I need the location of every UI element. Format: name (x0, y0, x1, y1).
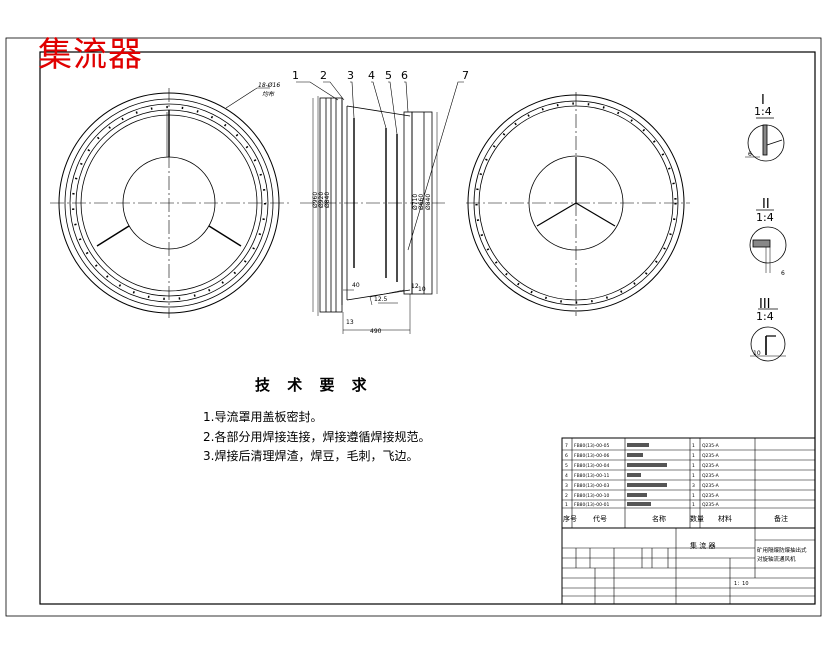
dim-d660: Ø660 (418, 194, 425, 210)
svg-text:18-Ø16: 18-Ø16 (258, 82, 280, 89)
svg-text:FB80(13)-00-06: FB80(13)-00-06 (574, 453, 609, 459)
svg-text:FB80(13)-00-05: FB80(13)-00-05 (574, 443, 609, 449)
svg-text:备注: 备注 (774, 514, 788, 523)
dim-d960: Ø960 (312, 192, 319, 208)
bom-row: 7 FB80(13)-00-05 1 Q235-A (565, 443, 720, 449)
svg-text:数量: 数量 (690, 514, 704, 523)
dim-d840: Ø840 (324, 192, 331, 208)
svg-text:1: 1 (692, 443, 695, 449)
detail-III-dim: 10 (753, 350, 761, 357)
detail-II-id: II (762, 197, 770, 212)
svg-text:Q235-A: Q235-A (702, 453, 720, 459)
bom-row: 3 FB80(13)-00-03 3 Q235-A (565, 483, 720, 489)
svg-text:1: 1 (692, 453, 695, 459)
product-line-1: 矿用隔爆防爆抽出式 (757, 546, 807, 554)
detail-II-scale: 1:4 (756, 211, 774, 224)
svg-text:2: 2 (565, 493, 568, 499)
scale-value: 1：10 (734, 581, 749, 587)
svg-text:5: 5 (565, 463, 568, 469)
detail-I-dim: 6 (748, 151, 752, 158)
svg-text:均布: 均布 (262, 90, 275, 98)
dim-10: 10 (418, 286, 426, 293)
dim-d840b: Ø840 (425, 194, 432, 210)
svg-text:Q235-A: Q235-A (702, 502, 720, 508)
bom-row: 6 FB80(13)-00-06 1 Q235-A (565, 453, 720, 459)
bom-row: 1 FB80(13)-00-01 1 Q235-A (565, 502, 720, 508)
svg-text:FB80(13)-00-11: FB80(13)-00-11 (574, 473, 609, 479)
bom-name-marks (627, 443, 667, 506)
callout-4: 4 (368, 69, 375, 82)
svg-text:1: 1 (692, 502, 695, 508)
detail-labels: I 1:4 6 II 1:4 6 III 1:4 10 (748, 93, 785, 357)
detail-III-id: III (759, 297, 771, 312)
dim-490: 490 (370, 328, 382, 335)
svg-text:1: 1 (692, 463, 695, 469)
svg-text:序号: 序号 (563, 514, 577, 523)
svg-text:6: 6 (565, 453, 568, 459)
bom-headers: 序号 代号 名称 数量 材料 备注 (563, 514, 788, 523)
callout-3: 3 (347, 69, 354, 82)
svg-text:3: 3 (692, 483, 695, 489)
dim-12: 12 (411, 283, 419, 290)
detail-II-dim: 6 (781, 270, 785, 277)
callout-leaders (225, 81, 464, 251)
svg-text:4: 4 (565, 473, 568, 479)
drawing-name: 集 流 器 (690, 541, 715, 550)
svg-text:材料: 材料 (718, 514, 732, 523)
leader-note: 18-Ø16 均布 (258, 82, 280, 98)
right-end-view (466, 92, 690, 316)
callout-labels: 1 2 3 4 5 6 7 (292, 69, 469, 82)
svg-text:Q235-A: Q235-A (702, 443, 720, 449)
svg-text:1: 1 (692, 473, 695, 479)
callout-7: 7 (462, 69, 469, 82)
title-block (561, 437, 816, 605)
svg-text:Q235-A: Q235-A (702, 483, 720, 489)
product-line-2: 对旋轴流通风机 (757, 555, 796, 563)
svg-text:Q235-A: Q235-A (702, 493, 720, 499)
callout-1: 1 (292, 69, 299, 82)
svg-text:3: 3 (565, 483, 568, 489)
detail-view-I (745, 117, 785, 162)
svg-text:FB80(13)-00-03: FB80(13)-00-03 (574, 483, 609, 489)
outer-border (5, 37, 822, 617)
bom-row: 2 FB80(13)-00-10 1 Q235-A (565, 493, 720, 499)
dim-13: 13 (346, 319, 354, 326)
svg-text:代号: 代号 (593, 514, 607, 523)
svg-text:Q235-A: Q235-A (702, 463, 720, 469)
left-end-view (50, 88, 290, 318)
svg-text:Q235-A: Q235-A (702, 473, 720, 479)
detail-view-III (750, 308, 786, 362)
title-block-text: 集 流 器 矿用隔爆防爆抽出式 对旋轴流通风机 1：10 (690, 541, 807, 587)
callout-2: 2 (320, 69, 327, 82)
svg-text:FB80(13)-00-04: FB80(13)-00-04 (574, 463, 609, 469)
svg-text:FB80(13)-00-10: FB80(13)-00-10 (574, 493, 609, 499)
requirement-3: 3.焊接后清理焊渣，焊豆，毛刺，飞边。 (203, 449, 419, 463)
svg-text:7: 7 (565, 443, 568, 449)
title-stamp: 集流器 (38, 35, 143, 75)
section-view (300, 96, 445, 334)
dim-angle: 12.5 (374, 296, 388, 303)
detail-III-scale: 1:4 (756, 310, 774, 323)
dim-40: 40 (352, 282, 360, 289)
svg-text:FB80(13)-00-01: FB80(13)-00-01 (574, 502, 609, 508)
detail-I-scale: 1:4 (754, 105, 772, 118)
svg-text:1: 1 (565, 502, 568, 508)
callout-6: 6 (401, 69, 408, 82)
svg-text:名称: 名称 (652, 514, 666, 523)
dimension-labels: Ø960 Ø920 Ø840 Ø710 Ø660 Ø840 40 12 10 1… (312, 192, 432, 335)
requirement-1: 1.导流罩用盖板密封。 (203, 410, 323, 424)
requirement-2: 2.各部分用焊接连接，焊接遵循焊接规范。 (203, 430, 431, 444)
detail-I-id: I (761, 93, 765, 108)
bom-row: 4 FB80(13)-00-11 1 Q235-A (565, 473, 720, 479)
dim-d710: Ø710 (412, 194, 419, 210)
detail-view-II (749, 209, 787, 273)
bom-row: 5 FB80(13)-00-04 1 Q235-A (565, 463, 720, 469)
dim-d920: Ø920 (318, 192, 325, 208)
svg-text:1: 1 (692, 493, 695, 499)
requirements-heading: 技 术 要 求 (255, 376, 373, 394)
inner-border (39, 51, 816, 605)
callout-5: 5 (385, 69, 392, 82)
